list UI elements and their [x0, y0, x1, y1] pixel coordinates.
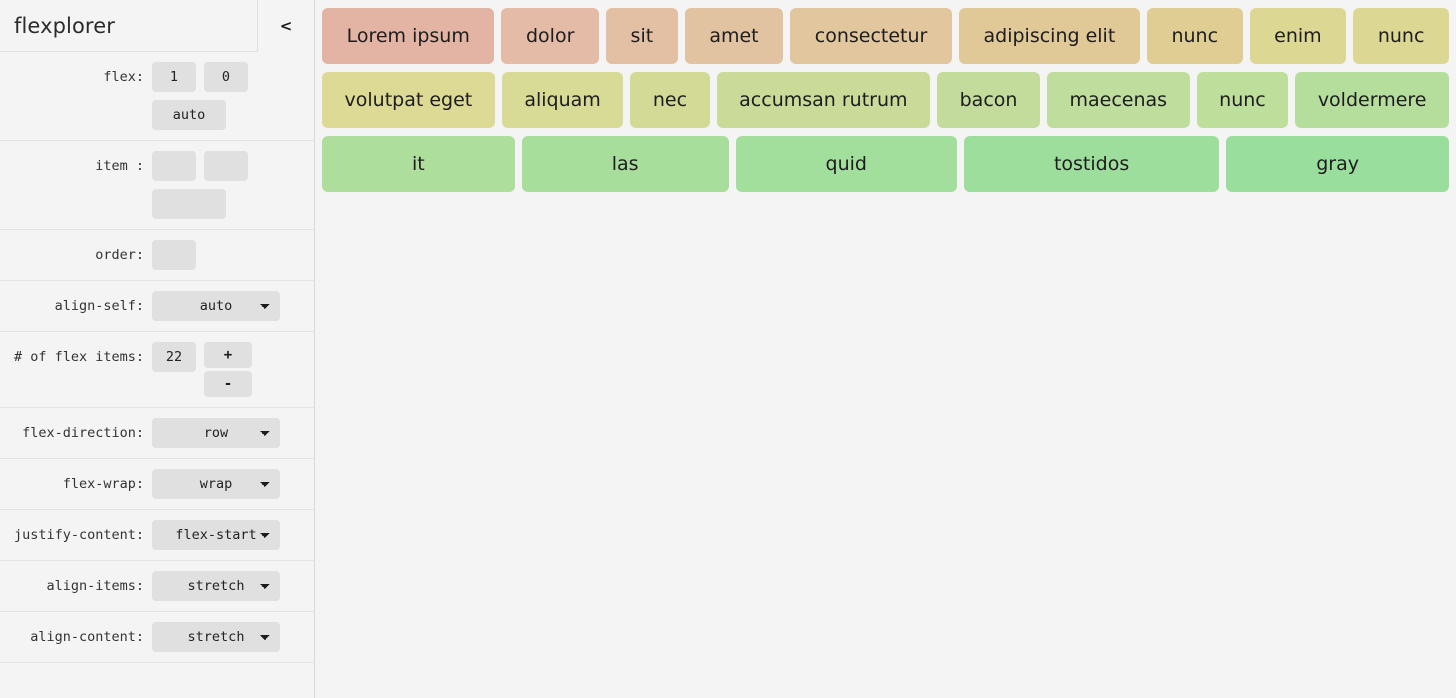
flex-item-label: dolor	[526, 25, 575, 47]
flex-item[interactable]: quid	[735, 136, 957, 192]
flex-item-label: aliquam	[524, 89, 601, 111]
flex-item-label: quid	[825, 153, 867, 175]
flex-item-count-stepper: +-	[204, 342, 252, 397]
item-grow-input[interactable]	[152, 151, 196, 181]
control-row-item: item :	[0, 141, 314, 230]
item-shrink-input[interactable]	[204, 151, 248, 181]
flex-item[interactable]: dolor	[501, 8, 599, 64]
control-label-flex: flex:	[103, 69, 144, 85]
control-row-flex-direction: flex-direction: rowrow-reversecolumncolum…	[0, 408, 314, 459]
flex-direction-select[interactable]: rowrow-reversecolumncolumn-reverse	[152, 418, 280, 448]
control-label-flex-wrap: flex-wrap:	[62, 476, 144, 492]
control-body-item	[152, 151, 296, 219]
control-body-flex-direction: rowrow-reversecolumncolumn-reverse	[152, 418, 280, 448]
flex-item[interactable]: consectetur	[790, 8, 952, 64]
control-label-flex-direction: flex-direction:	[22, 425, 144, 441]
control-row-count: # of flex items:+-	[0, 332, 314, 408]
flex-item-label: enim	[1274, 25, 1322, 47]
flex-item[interactable]: gray	[1226, 136, 1449, 192]
flex-shrink-input[interactable]	[204, 62, 248, 92]
control-label-align-content: align-content:	[30, 629, 144, 645]
control-label-justify-content: justify-content:	[13, 527, 144, 543]
order-input[interactable]	[152, 240, 196, 270]
flex-item[interactable]: nec	[630, 72, 710, 128]
increment-items-button[interactable]: +	[204, 342, 252, 368]
flex-item[interactable]: volutpat eget	[322, 72, 495, 128]
flex-item[interactable]: accumsan rutrum	[716, 72, 931, 128]
flex-item-label: nunc	[1219, 89, 1266, 111]
decrement-items-button[interactable]: -	[204, 371, 252, 397]
flex-item[interactable]: adipiscing elit	[958, 8, 1140, 64]
app-title: flexplorer	[14, 13, 115, 38]
flex-item-label: sit	[630, 25, 654, 47]
flex-item-label: consectetur	[814, 25, 928, 47]
flex-item-label: bacon	[959, 89, 1018, 111]
flex-item[interactable]: las	[521, 136, 729, 192]
flex-wrap-select[interactable]: nowrapwrapwrap-reverse	[152, 469, 280, 499]
control-sidebar: flexplorer < flex: item : order: align-self…	[0, 0, 315, 698]
sidebar-controls: flex: item : order: align-self: autoflex-sta…	[0, 52, 314, 663]
flex-item[interactable]: nunc	[1353, 8, 1449, 64]
flex-item-label: las	[611, 153, 639, 175]
sidebar-header: flexplorer <	[0, 0, 314, 52]
flex-container-canvas: Lorem ipsum dolor sit amet consectetur adipis…	[315, 0, 1456, 698]
control-body-flex	[152, 62, 296, 130]
flex-item-label: volutpat eget	[344, 89, 473, 111]
control-label-align-items: align-items:	[46, 578, 144, 594]
control-body-justify-content: flex-startflex-endcenterspace-betweenspa…	[152, 520, 280, 550]
control-body-align-self: autoflex-startflex-endcenterbaselinestre…	[152, 291, 280, 321]
flex-item-label: amet	[709, 25, 759, 47]
chevron-left-icon[interactable]: <	[257, 0, 314, 52]
control-row-align-content: align-content: stretchflex-startflex-endc…	[0, 612, 314, 663]
flex-item[interactable]: maecenas	[1046, 72, 1190, 128]
flex-item[interactable]: voldermere	[1295, 72, 1450, 128]
align-items-select[interactable]: stretchflex-startflex-endcenterbaseline	[152, 571, 280, 601]
flex-item-label: voldermere	[1317, 89, 1427, 111]
flex-item-label: nunc	[1171, 25, 1219, 47]
flex-item-count-input[interactable]	[152, 342, 196, 372]
flex-item-label: adipiscing elit	[983, 25, 1116, 47]
align-self-select[interactable]: autoflex-startflex-endcenterbaselinestre…	[152, 291, 280, 321]
control-body-order	[152, 240, 196, 270]
flex-item-label: maecenas	[1069, 89, 1168, 111]
control-row-flex-wrap: flex-wrap: nowrapwrapwrap-reverse	[0, 459, 314, 510]
control-label-item: item :	[95, 158, 144, 174]
flex-item-label: Lorem ipsum	[346, 25, 470, 47]
control-label-count: # of flex items:	[13, 349, 144, 365]
flex-item-label: nunc	[1377, 25, 1425, 47]
flex-item-label: gray	[1316, 153, 1359, 175]
flex-item[interactable]: it	[322, 136, 515, 192]
flex-item[interactable]: Lorem ipsum	[322, 8, 495, 64]
flex-item[interactable]: enim	[1249, 8, 1347, 64]
flex-item[interactable]: nunc	[1146, 8, 1243, 64]
flex-item[interactable]: amet	[684, 8, 784, 64]
control-label-order: order:	[95, 247, 144, 263]
flex-item-label: tostidos	[1053, 153, 1130, 175]
control-body-align-items: stretchflex-startflex-endcenterbaseline	[152, 571, 280, 601]
control-body-flex-wrap: nowrapwrapwrap-reverse	[152, 469, 280, 499]
flex-item[interactable]: nunc	[1196, 72, 1289, 128]
flex-item[interactable]: bacon	[937, 72, 1040, 128]
control-row-align-self: align-self: autoflex-startflex-endcenterb…	[0, 281, 314, 332]
flex-item-label: it	[411, 153, 425, 175]
flex-item[interactable]: tostidos	[963, 136, 1220, 192]
control-body-align-content: stretchflex-startflex-endcenterspace-bet…	[152, 622, 280, 652]
control-row-justify-content: justify-content: flex-startflex-endcenter…	[0, 510, 314, 561]
control-body-count: +-	[152, 342, 252, 397]
control-label-align-self: align-self:	[54, 298, 144, 314]
align-content-select[interactable]: stretchflex-startflex-endcenterspace-bet…	[152, 622, 280, 652]
control-row-align-items: align-items: stretchflex-startflex-endcen…	[0, 561, 314, 612]
justify-content-select[interactable]: flex-startflex-endcenterspace-betweenspa…	[152, 520, 280, 550]
flex-item[interactable]: aliquam	[501, 72, 624, 128]
flex-item-label: accumsan rutrum	[739, 89, 908, 111]
flex-grow-input[interactable]	[152, 62, 196, 92]
flex-basis-input[interactable]	[152, 100, 226, 130]
item-basis-input[interactable]	[152, 189, 226, 219]
control-row-order: order:	[0, 230, 314, 281]
flex-item-label: nec	[652, 89, 688, 111]
flex-item[interactable]: sit	[605, 8, 678, 64]
control-row-flex: flex:	[0, 52, 314, 141]
